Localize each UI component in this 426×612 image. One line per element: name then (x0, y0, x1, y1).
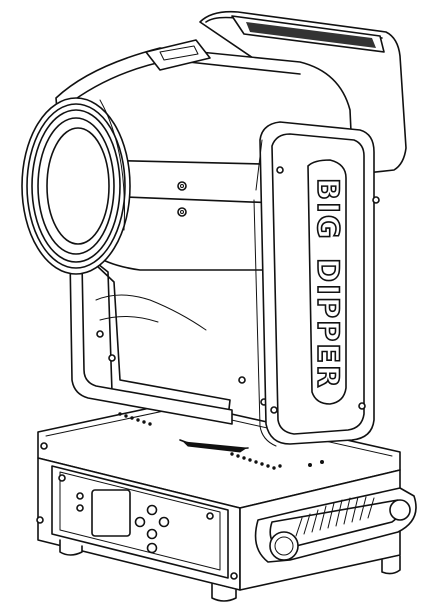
logo-line-2: DIPPER (311, 258, 345, 390)
menu-enter-button[interactable] (146, 542, 158, 554)
menu-right-button[interactable] (158, 516, 170, 528)
base-screws (36, 442, 238, 580)
menu-left-button[interactable] (134, 516, 146, 528)
indicator-led (76, 504, 84, 512)
lcd-display (91, 489, 131, 537)
indicator-led (76, 492, 84, 500)
logo-line-1: BIG (311, 178, 345, 241)
yoke-right-arm: BIG DIPPER (253, 121, 380, 447)
yoke-left-arm (69, 247, 268, 425)
control-panel (58, 474, 214, 554)
menu-down-button[interactable] (146, 528, 158, 540)
base-handle (254, 487, 417, 563)
menu-up-button[interactable] (146, 504, 158, 516)
